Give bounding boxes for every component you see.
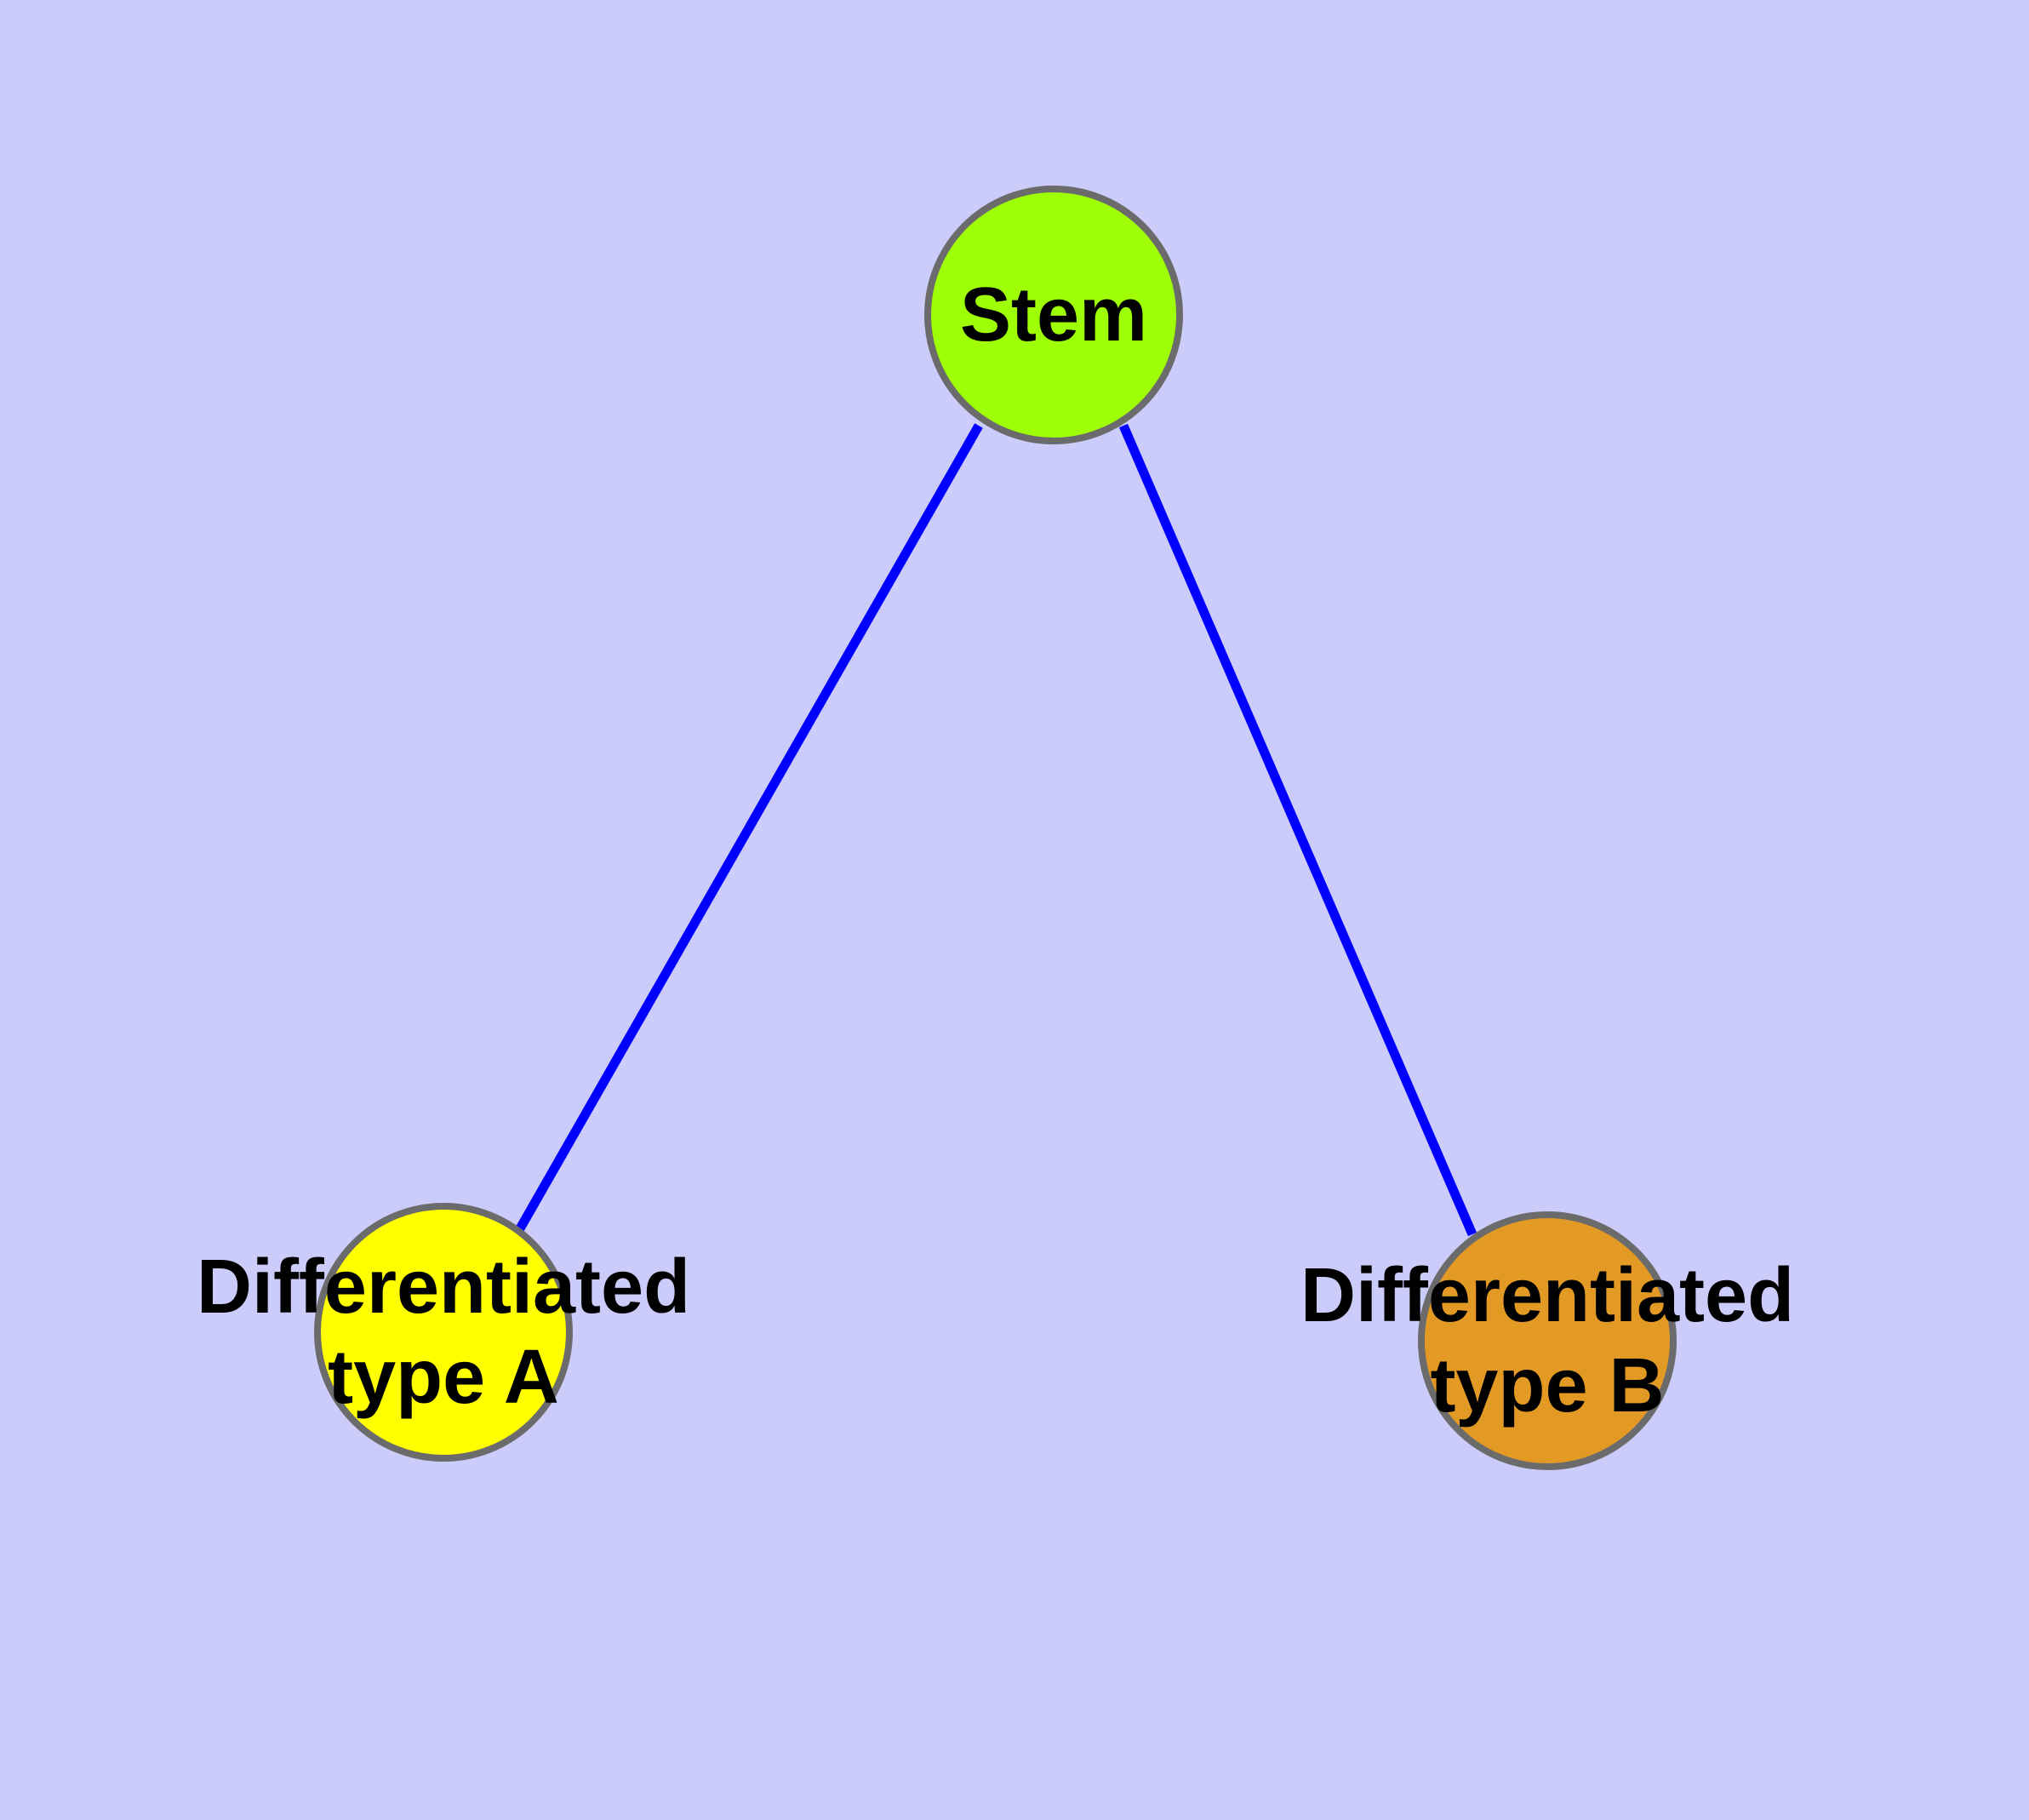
edge-stem-to-diff-b bbox=[1118, 423, 1477, 1237]
node-stem[interactable] bbox=[924, 186, 1183, 444]
node-differentiated-type-b[interactable] bbox=[1418, 1211, 1677, 1470]
node-differentiated-type-a[interactable] bbox=[314, 1203, 573, 1462]
edge-stem-to-diff-a bbox=[515, 423, 983, 1233]
